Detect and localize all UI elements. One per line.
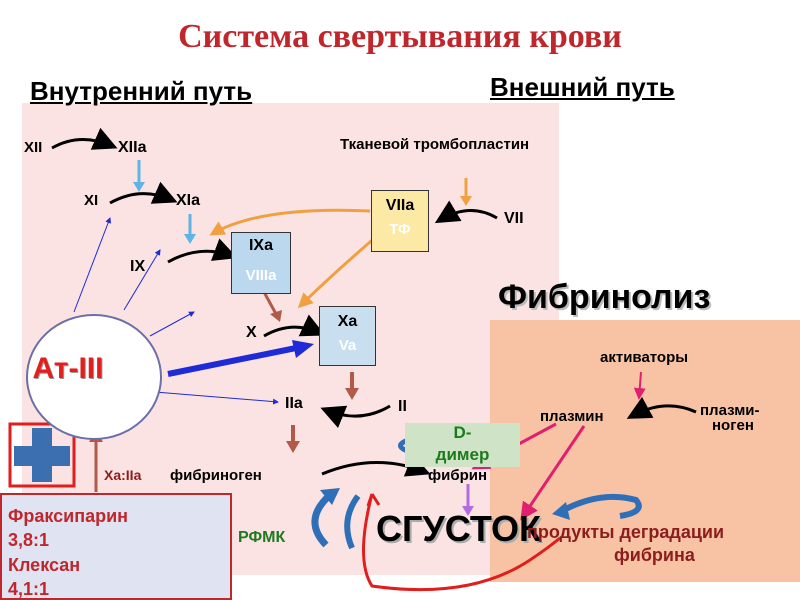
clexane-name: Клексан	[8, 555, 81, 575]
factor-viia-label: VIIa	[385, 197, 415, 214]
antithrombin-label: Ат-III	[32, 352, 104, 385]
plasminogen-to-plasmin-arrow	[626, 396, 697, 419]
tissue-thromboplastin-label: Тканевой тромбопластин	[340, 136, 530, 153]
rfmk-label: РФМК	[238, 529, 286, 546]
tissue-factor-label: ТФ	[389, 221, 411, 238]
activators-label: активаторы	[600, 349, 689, 366]
d-dimer-label-line2: димер	[435, 445, 490, 464]
factor-ix-label: IX	[130, 258, 146, 275]
xii-to-xiia-arrow	[51, 127, 118, 150]
fibrinolysis-heading: Фибринолиз	[498, 278, 711, 316]
xa-va-complex: Xa Va	[319, 306, 376, 366]
fibrinogen-label: фибриноген	[170, 467, 262, 484]
factor-va-label: Va	[338, 337, 357, 354]
factor-xiia-label: XIIa	[118, 139, 147, 156]
x-to-xa-arrow	[263, 314, 326, 338]
antithrombin-circle	[26, 314, 162, 440]
page-title: Система свертывания крови	[178, 18, 622, 55]
d-dimer-label-line1: D-	[453, 423, 472, 442]
xi-to-xia-arrow	[109, 181, 178, 205]
xa-iia-ratio-label: Xa:IIa	[104, 467, 142, 483]
vii-to-viia-arrow	[434, 200, 498, 224]
fibrinogen-to-fibrin-arrow	[321, 454, 431, 477]
plasmin-label: плазмин	[540, 408, 604, 425]
plasminogen-label-line2: ноген	[712, 417, 754, 434]
factor-xii-label: XII	[24, 139, 43, 156]
ii-to-iia-arrow	[320, 404, 391, 428]
factor-x-label: X	[246, 324, 257, 341]
lmwh-drugs-box	[0, 493, 232, 600]
clexane-ratio: 4,1:1	[8, 579, 50, 599]
d-dimer-box: D- димер	[405, 423, 520, 467]
factor-xi-label: XI	[84, 192, 99, 209]
extrinsic-pathway-heading: Внешний путь	[490, 72, 675, 102]
factor-ii-label: II	[398, 398, 407, 415]
ixa-viiia-complex: IXa VIIIa	[231, 232, 291, 294]
degradation-products-label-line1: продукты деградации	[527, 522, 725, 542]
factor-xa-label: Xa	[337, 313, 358, 330]
factor-iia-label: IIa	[285, 395, 303, 412]
intrinsic-pathway-heading: Внутренний путь	[30, 76, 253, 106]
clot-label: СГУСТОК	[376, 508, 541, 549]
degradation-products-label-line2: фибрина	[614, 545, 695, 565]
plasminogen-label-line1: плазми-	[700, 402, 760, 419]
ix-to-ixa-arrow	[167, 238, 238, 264]
fraxiparin-name: Фраксипарин	[8, 506, 129, 526]
fibrinolysis-panel	[490, 320, 800, 582]
fibrin-label: фибрин	[428, 467, 488, 484]
factor-xia-label: XIa	[176, 192, 201, 209]
fraxiparin-ratio: 3,8:1	[8, 530, 50, 550]
factor-vii-label: VII	[504, 210, 524, 227]
viia-tf-complex: VIIa ТФ	[371, 190, 429, 252]
factor-viiia-label: VIIIa	[245, 267, 277, 284]
factor-ixa-label: IXa	[248, 237, 273, 254]
